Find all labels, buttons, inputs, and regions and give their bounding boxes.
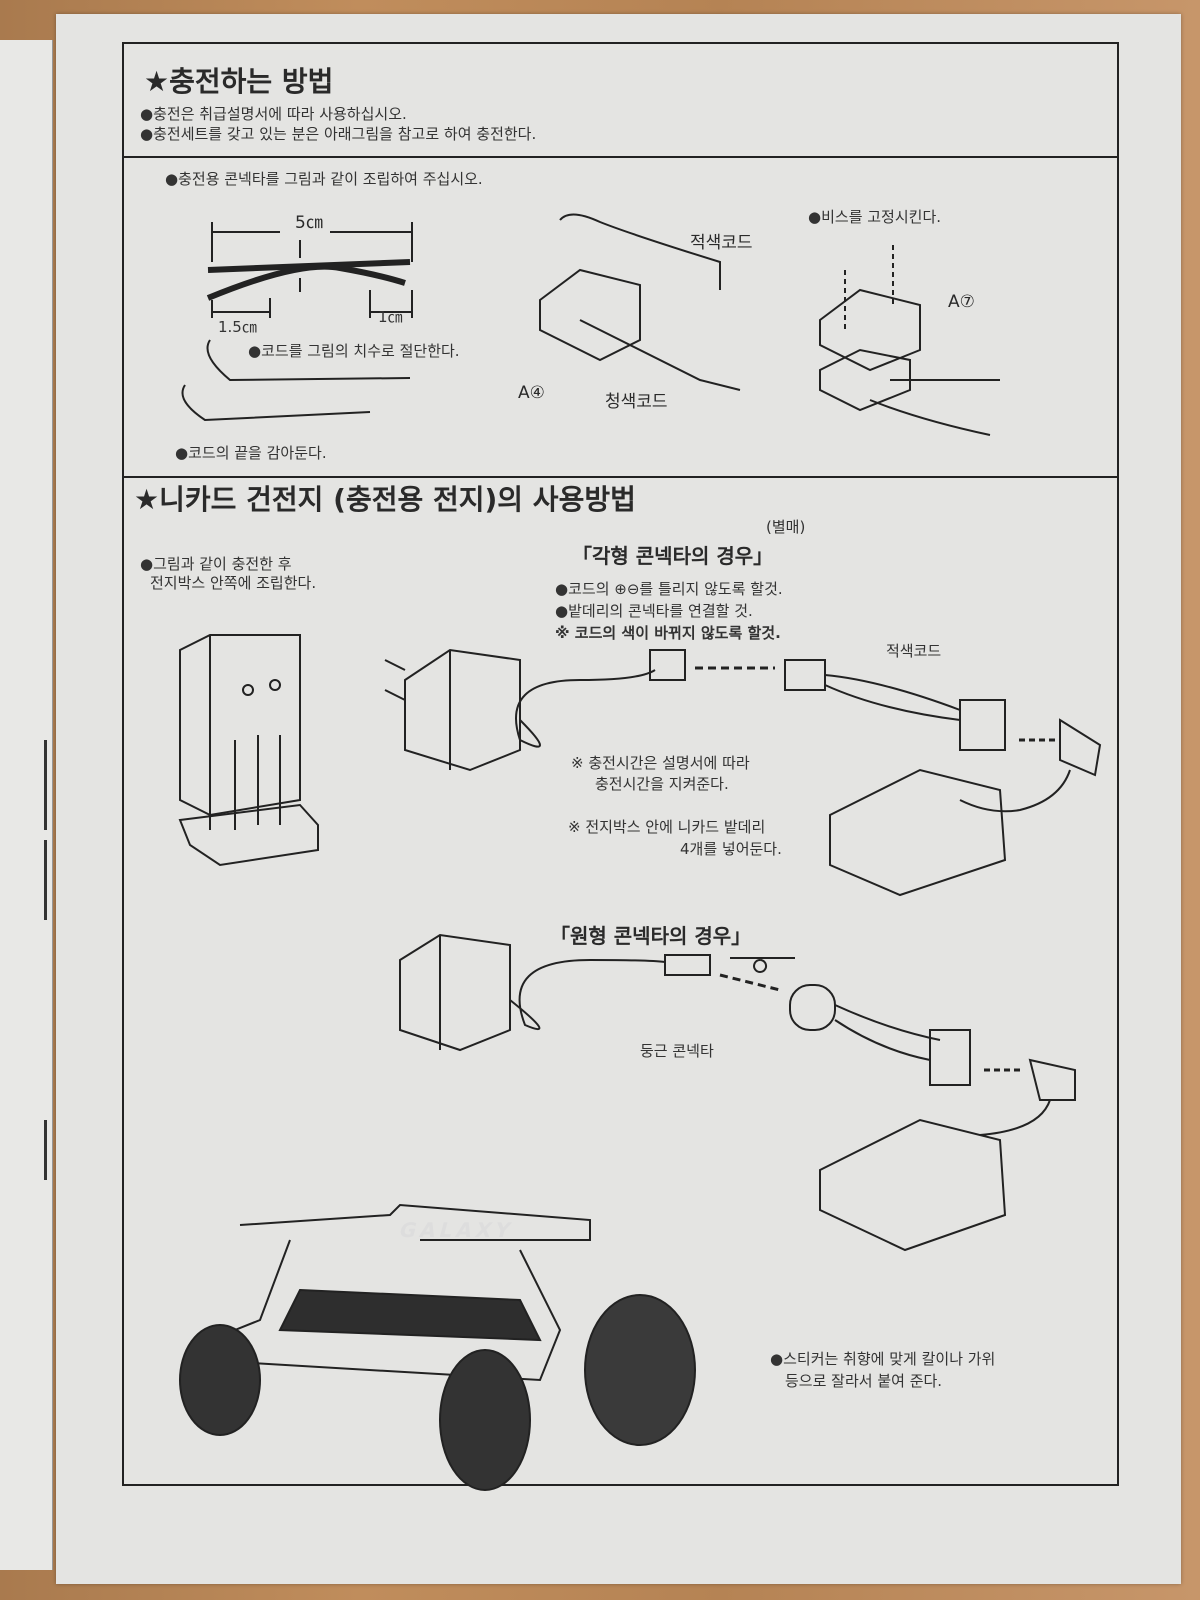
square-bullet: ●밭데리의 콘넥타를 연결할 것. — [555, 602, 753, 620]
assembly-note: ●충전용 콘넥타를 그림과 같이 조립하여 주십시오. — [165, 170, 483, 188]
battery-note: ※ 전지박스 안에 니카드 밭데리 — [568, 818, 766, 836]
round-connector-title: 「원형 콘넥타의 경우」 — [550, 924, 752, 948]
part-a4-label: A④ — [518, 383, 545, 403]
page-frame — [122, 42, 1119, 1486]
car-logo: GALAXY — [396, 1218, 518, 1242]
dimension-5cm: 5㎝ — [295, 213, 323, 233]
dimension-1-5cm: 1.5㎝ — [218, 318, 257, 336]
section-title-charging: ★충전하는 방법 — [144, 65, 334, 98]
screw-note: ●비스를 고정시킨다. — [808, 208, 942, 226]
square-bullet: ●코드의 ⊕⊖를 틀리지 않도록 할것. — [555, 580, 783, 598]
charge-time-note: ※ 충전시간은 설명서에 따라 — [571, 754, 750, 772]
red-cord-label: 적색코드 — [886, 642, 942, 660]
sticker-note: 등으로 잘라서 붙여 준다. — [785, 1372, 943, 1390]
divider — [124, 156, 1117, 158]
charge-time-note: 충전시간을 지켜준다. — [595, 775, 729, 793]
dimension-1cm: 1㎝ — [378, 308, 403, 326]
square-bullet: ※ 코드의 색이 바뀌지 않도록 할것. — [555, 624, 781, 642]
sticker-note: ●스티커는 취향에 맞게 칼이나 가위 — [770, 1350, 996, 1368]
blue-cord-label: 청색코드 — [605, 392, 668, 412]
bullet: ●충전은 취급설명서에 따라 사용하십시오. — [140, 105, 407, 123]
cut-note: ●코드를 그림의 치수로 절단한다. — [248, 342, 460, 360]
square-connector-title: 「각형 콘넥타의 경우」 — [572, 544, 774, 568]
battery-note: 4개를 넣어둔다. — [680, 840, 782, 858]
left-note: ●그림과 같이 충전한 후 — [140, 555, 292, 573]
divider — [124, 476, 1117, 478]
section-title-nicad: ★니카드 건전지 (충전용 전지)의 사용방법 — [134, 483, 636, 516]
sold-separately-label: (별매) — [766, 518, 806, 536]
bullet: ●충전세트를 갖고 있는 분은 아래그림을 참고로 하여 충전한다. — [140, 125, 537, 143]
wrap-note: ●코드의 끝을 감아둔다. — [175, 444, 327, 462]
adjacent-page — [0, 40, 53, 1570]
red-cord-label: 적색코드 — [690, 233, 753, 253]
round-connector-label: 둥근 콘넥타 — [640, 1042, 714, 1060]
part-a7-label: A⑦ — [948, 292, 975, 312]
left-note: 전지박스 안쪽에 조립한다. — [150, 574, 317, 592]
